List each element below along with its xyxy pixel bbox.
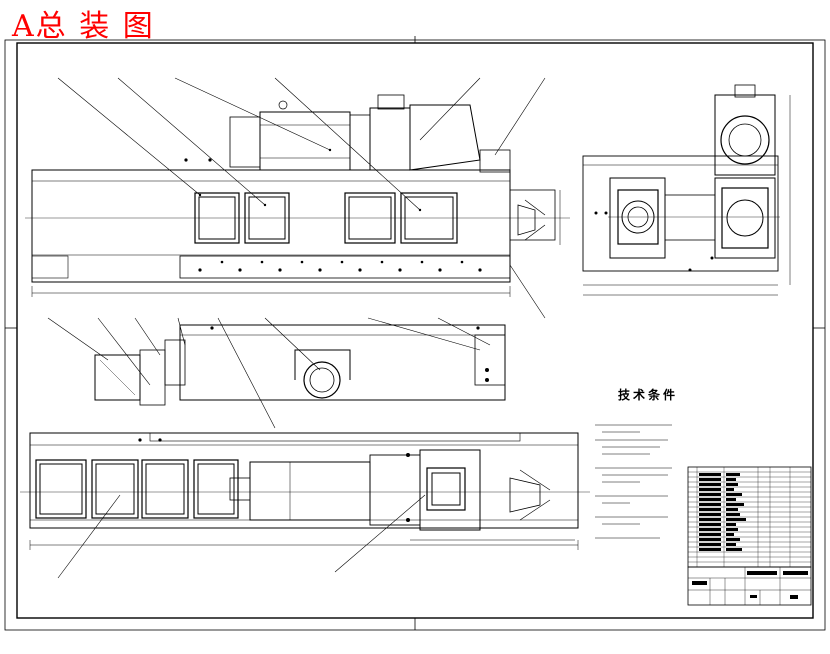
tool-holder-icon — [517, 204, 536, 236]
technical-requirements-title: 技术条件 — [618, 388, 679, 402]
technical-requirements — [595, 424, 672, 539]
top-view — [20, 317, 590, 579]
title-block — [687, 466, 812, 606]
motor-icon — [259, 111, 351, 171]
drawing-title: A总 装 图 — [12, 9, 155, 44]
front-view — [25, 77, 570, 319]
side-view — [582, 84, 791, 296]
inner-frame — [16, 42, 814, 619]
